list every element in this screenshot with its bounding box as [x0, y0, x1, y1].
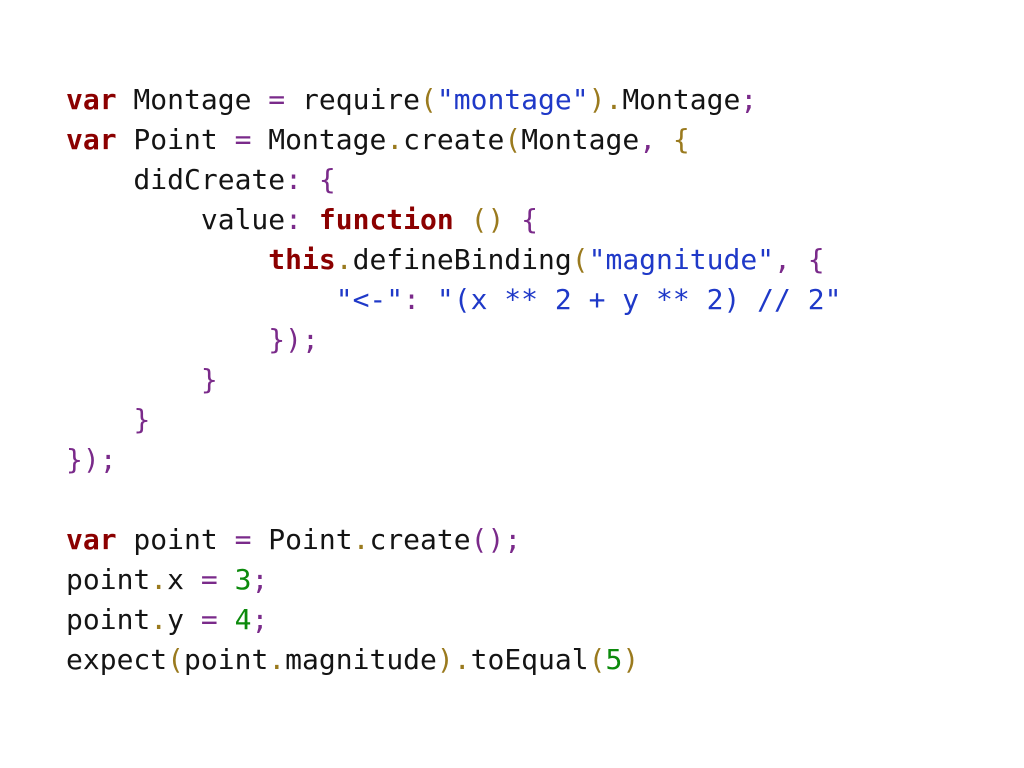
code-token: Montage [521, 123, 640, 156]
code-token [66, 323, 268, 356]
code-line: value: function () { [66, 200, 1006, 240]
code-token: magnitude [285, 643, 437, 676]
code-token: x [167, 563, 201, 596]
code-token: this [268, 243, 336, 276]
code-line: }); [66, 320, 1006, 360]
code-token: function [318, 203, 454, 236]
code-token: var [66, 523, 117, 556]
code-token: : [285, 163, 303, 196]
code-token: didCreate [66, 163, 286, 196]
code-token: 3 [234, 563, 252, 596]
code-token: var [66, 83, 117, 116]
code-token: { [656, 123, 690, 156]
code-token: { [790, 243, 825, 276]
code-token [66, 243, 268, 276]
code-token: ( [571, 243, 589, 276]
code-token [66, 283, 336, 316]
code-token: y [167, 603, 201, 636]
code-line: expect(point.magnitude).toEqual(5) [66, 640, 1006, 680]
code-token: . [268, 643, 286, 676]
code-token: . [150, 563, 168, 596]
code-token: expect [66, 643, 168, 676]
code-token: . [386, 123, 404, 156]
code-line: var Montage = require("montage").Montage… [66, 80, 1006, 120]
code-token: ; [251, 603, 269, 636]
code-token: , [639, 123, 657, 156]
code-token: value [66, 203, 286, 236]
code-token: "montage" [436, 83, 589, 116]
code-token: = [268, 83, 286, 116]
code-token: . [335, 243, 353, 276]
code-token: }); [268, 323, 319, 356]
code-token: point [66, 603, 151, 636]
code-token: }); [66, 443, 117, 476]
code-token: create [369, 523, 471, 556]
code-token: . [352, 523, 370, 556]
code-token: = [234, 523, 252, 556]
code-token: () [453, 203, 505, 236]
code-token: var [66, 123, 117, 156]
code-token: = [200, 603, 218, 636]
code-line: var point = Point.create(); [66, 520, 1006, 560]
code-token: Montage [622, 83, 741, 116]
code-token: Montage [116, 83, 269, 116]
code-token: "(x ** 2 + y ** 2) // 2" [436, 283, 842, 316]
code-token: Point [251, 523, 353, 556]
code-token: ). [588, 83, 623, 116]
code-line: point.y = 4; [66, 600, 1006, 640]
code-line: }); [66, 440, 1006, 480]
code-token: { [504, 203, 539, 236]
code-line: } [66, 400, 1006, 440]
code-token: } [133, 403, 151, 436]
code-token: } [200, 363, 218, 396]
code-token: Montage [251, 123, 387, 156]
code-token: point [116, 523, 235, 556]
code-line: point.x = 3; [66, 560, 1006, 600]
code-token: defineBinding [352, 243, 572, 276]
code-token: point [184, 643, 269, 676]
code-token: ; [251, 563, 269, 596]
code-token: ( [167, 643, 185, 676]
code-token: "<-" [335, 283, 404, 316]
code-token: 4 [234, 603, 252, 636]
code-token: ( [504, 123, 522, 156]
code-line: didCreate: { [66, 160, 1006, 200]
code-token: ). [436, 643, 471, 676]
code-line: this.defineBinding("magnitude", { [66, 240, 1006, 280]
code-token: : [403, 283, 437, 316]
code-token: (); [470, 523, 522, 556]
code-token: = [234, 123, 252, 156]
code-line [66, 480, 1006, 520]
code-token: 5 [605, 643, 623, 676]
code-token: ) [622, 643, 640, 676]
code-line: var Point = Montage.create(Montage, { [66, 120, 1006, 160]
code-token [218, 563, 235, 596]
code-block: var Montage = require("montage").Montage… [66, 80, 1006, 680]
code-token: . [150, 603, 168, 636]
code-token [66, 363, 201, 396]
code-token [302, 203, 319, 236]
code-token: ( [420, 83, 437, 116]
code-token: = [200, 563, 218, 596]
code-token: : [285, 203, 303, 236]
code-token: point [66, 563, 151, 596]
code-token: ; [740, 83, 758, 116]
code-token [66, 403, 133, 436]
code-token: create [403, 123, 505, 156]
code-token: require [285, 83, 421, 116]
code-token: toEqual [470, 643, 589, 676]
code-token: ( [588, 643, 606, 676]
code-token: Point [116, 123, 235, 156]
code-token: , [774, 243, 791, 276]
code-line: } [66, 360, 1006, 400]
code-token [218, 603, 235, 636]
code-token: { [302, 163, 336, 196]
code-line: "<-": "(x ** 2 + y ** 2) // 2" [66, 280, 1006, 320]
code-token: "magnitude" [588, 243, 775, 276]
